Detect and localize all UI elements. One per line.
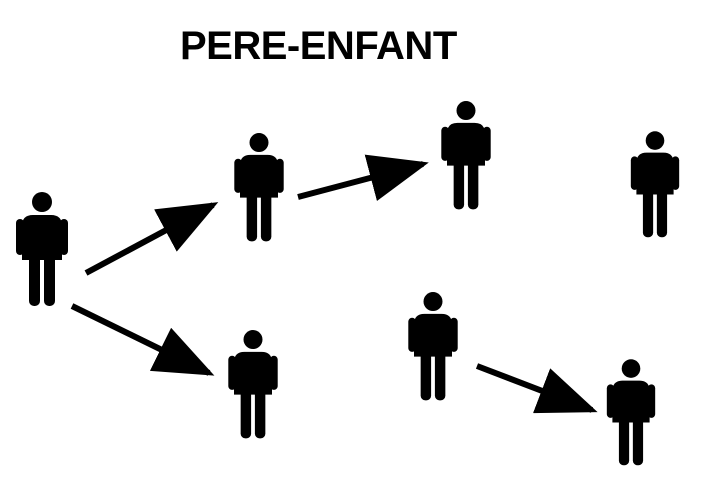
arrow-icon bbox=[70, 303, 215, 376]
person-icon bbox=[441, 101, 491, 210]
arrow-icon bbox=[84, 202, 219, 276]
person-icon bbox=[630, 131, 680, 238]
person-icon bbox=[16, 192, 68, 306]
arrow-icon bbox=[297, 154, 429, 201]
arrow-icon bbox=[475, 363, 598, 414]
person-icon bbox=[606, 359, 656, 466]
person-icon bbox=[234, 133, 284, 242]
person-icon bbox=[228, 330, 278, 439]
diagram-title: PERE-ENFANT bbox=[180, 24, 457, 68]
person-icon bbox=[408, 292, 458, 401]
